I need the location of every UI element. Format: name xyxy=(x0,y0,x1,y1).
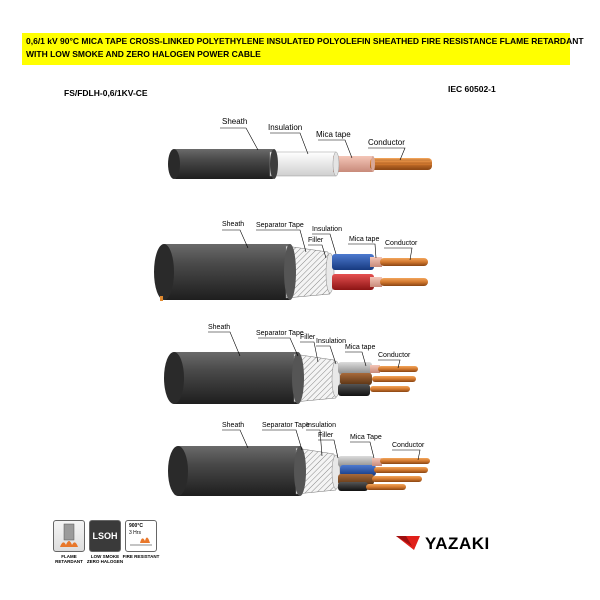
cable-3-mica-tape xyxy=(370,365,380,373)
cable-2-mica-tape-a xyxy=(370,257,382,267)
flame-retardant-caption: FLAME RETARDANT xyxy=(55,554,83,564)
flame-retardant-badge xyxy=(53,520,85,552)
cable-code: FS/FDLH-0,6/1KV-CE xyxy=(64,88,148,98)
cable-2-conductor-a xyxy=(380,258,428,266)
yazaki-logo-mark xyxy=(396,536,420,550)
cable-2-label-mica-tape: Mica tape xyxy=(349,236,380,243)
fire-duration: 3 Hrs xyxy=(129,530,141,536)
cable-4-label-insulation: Insulation xyxy=(306,422,336,429)
fire-temp: 900°C xyxy=(129,523,143,529)
cable-3-insulation-grey xyxy=(338,362,372,374)
cable-2-insulation-blue xyxy=(332,254,374,270)
cable-2-label-insulation: Insulation xyxy=(312,226,342,233)
cable-1-label-sheath: Sheath xyxy=(222,117,248,126)
cable-2-insulation-red xyxy=(332,274,374,290)
cable-4-insulation-black xyxy=(338,482,368,491)
title-line-1: 0,6/1 kV 90°C MICA TAPE CROSS-LINKED POL… xyxy=(26,36,584,46)
cable-3-conductor-b xyxy=(372,376,416,382)
cable-3-label-sheath: Sheath xyxy=(208,324,231,331)
cable-3-label-mica-tape: Mica tape xyxy=(345,344,376,351)
cable-1-label-mica-tape: Mica tape xyxy=(316,130,351,139)
cable-4-label-filler: Filler xyxy=(318,432,334,439)
cable-3-conductor-c xyxy=(370,386,410,392)
cable-3-sheath xyxy=(174,352,298,404)
standard-reference: IEC 60502-1 xyxy=(448,84,496,94)
cable-3-conductor-a xyxy=(378,366,418,372)
cable-3-label-insulation: Insulation xyxy=(316,338,346,345)
cable-2-label-separator-tape: Separator Tape xyxy=(256,222,304,229)
cable-1-sheath xyxy=(174,149,274,179)
cable-1-conductor xyxy=(370,158,432,170)
cable-4-conductor-d xyxy=(366,484,406,490)
title-banner: 0,6/1 kV 90°C MICA TAPE CROSS-LINKED POL… xyxy=(22,33,584,65)
cable-4-conductor-a xyxy=(380,458,430,464)
cable-1-label-insulation: Insulation xyxy=(268,123,303,132)
cable-1-mica-tape xyxy=(333,156,373,172)
cable-2-label-sheath: Sheath xyxy=(222,221,245,228)
cable-2-mica-tape-b xyxy=(370,277,382,287)
cable-4-sheath xyxy=(178,446,300,496)
cable-4-conductor-c xyxy=(372,476,422,482)
cable-4-insulation-blue xyxy=(340,465,376,476)
cable-1-insulation xyxy=(269,151,337,177)
cable-4-label-mica-tape: Mica Tape xyxy=(350,434,382,441)
cable-4-insulation-grey xyxy=(338,456,374,467)
cable-3-insulation-black xyxy=(338,384,370,396)
brand-name: YAZAKI xyxy=(425,534,490,553)
cable-1-label-conductor: Conductor xyxy=(368,138,405,147)
cable-3-label-conductor: Conductor xyxy=(378,352,411,359)
cable-2-label-conductor: Conductor xyxy=(385,240,418,247)
cable-4-label-conductor: Conductor xyxy=(392,442,425,449)
cable-3-label-separator-tape: Separator Tape xyxy=(256,330,304,337)
cable-4-conductor-b xyxy=(374,467,428,473)
cable-2-conductor-b xyxy=(380,278,428,286)
lsoh-caption: LOW SMOKE ZERO HALOGEN xyxy=(86,554,124,564)
flame-icon xyxy=(60,523,78,547)
cable-2-label-filler: Filler xyxy=(308,237,324,244)
cable-3-three-core xyxy=(164,331,418,404)
cable-2-sheath xyxy=(164,244,290,300)
cable-4-mica-tape xyxy=(372,458,382,466)
cable-3-label-filler: Filler xyxy=(300,334,316,341)
cable-4-label-separator-tape: Separator Tape xyxy=(262,422,310,429)
lsoh-text: LSOH xyxy=(92,531,118,541)
cable-4-label-sheath: Sheath xyxy=(222,422,245,429)
cable-4-four-core xyxy=(168,429,430,496)
fire-resistant-badge: 900°C 3 Hrs xyxy=(125,520,157,552)
lsoh-badge: LSOH xyxy=(89,520,121,552)
cable-2-two-core xyxy=(154,229,428,301)
fire-resistant-icon xyxy=(130,537,152,546)
cable-3-insulation-brown xyxy=(340,373,372,385)
title-line-2: WITH LOW SMOKE AND ZERO HALOGEN POWER CA… xyxy=(26,49,261,59)
cable-1-single-core xyxy=(168,127,432,179)
fire-resistant-caption: FIRE RESISTANT xyxy=(122,554,160,559)
